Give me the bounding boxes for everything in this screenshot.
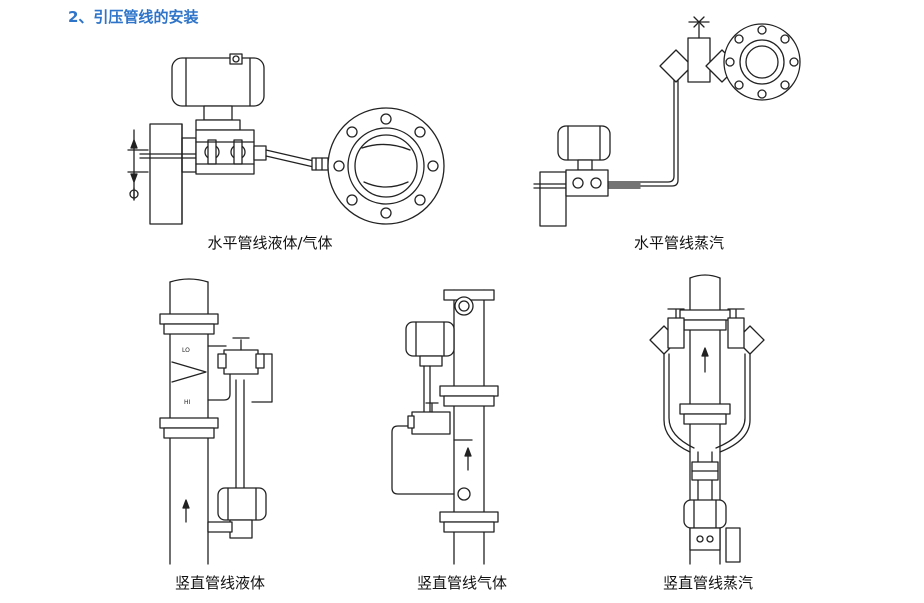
valve-manifold [195,129,267,175]
transmitter [217,487,267,539]
mounting-wall [149,123,183,225]
valve-manifold [407,402,451,435]
condensate-valve [454,296,474,501]
mounting-wall [539,171,567,227]
valve-manifold [691,461,719,481]
vertical-pipe [679,274,731,565]
condensate-valve-right [727,308,765,355]
valve-manifold [217,337,265,375]
vertical-pipe [159,278,219,565]
diagram-horizontal-liquid-gas [127,53,445,225]
caption-vertical-steam: 竖直管线蒸汽 [662,574,754,592]
diagram-vertical-liquid: LO HI [159,278,273,565]
impulse-lines [207,345,273,489]
transmitter [171,53,265,131]
diagram-vertical-steam [649,274,765,565]
caption-horizontal-liquid-gas: 水平管线液体/气体 [207,234,333,252]
caption-vertical-liquid: 竖直管线液体 [174,574,266,592]
hi-port-label: HI [184,399,191,406]
lo-port-label: LO [182,347,190,354]
section-heading: 2、引压管线的安装 [68,8,199,26]
condensate-valve-left [649,308,685,355]
transmitter [557,125,611,197]
diagram-vertical-gas [391,289,499,565]
impulse-lines [265,149,335,171]
impulse-lines [607,75,679,187]
caption-horizontal-steam: 水平管线蒸汽 [633,234,725,252]
caption-vertical-gas: 竖直管线气体 [416,574,508,592]
pipe-flange [327,107,445,225]
transmitter [405,321,455,367]
dimension-mark [127,129,149,201]
mounting-bracket [725,527,741,563]
diagram-horizontal-steam [533,16,801,227]
mounting-bracket [207,521,233,533]
transmitter [683,499,727,551]
pipe-flange [723,23,801,101]
impulse-lines [391,365,473,495]
